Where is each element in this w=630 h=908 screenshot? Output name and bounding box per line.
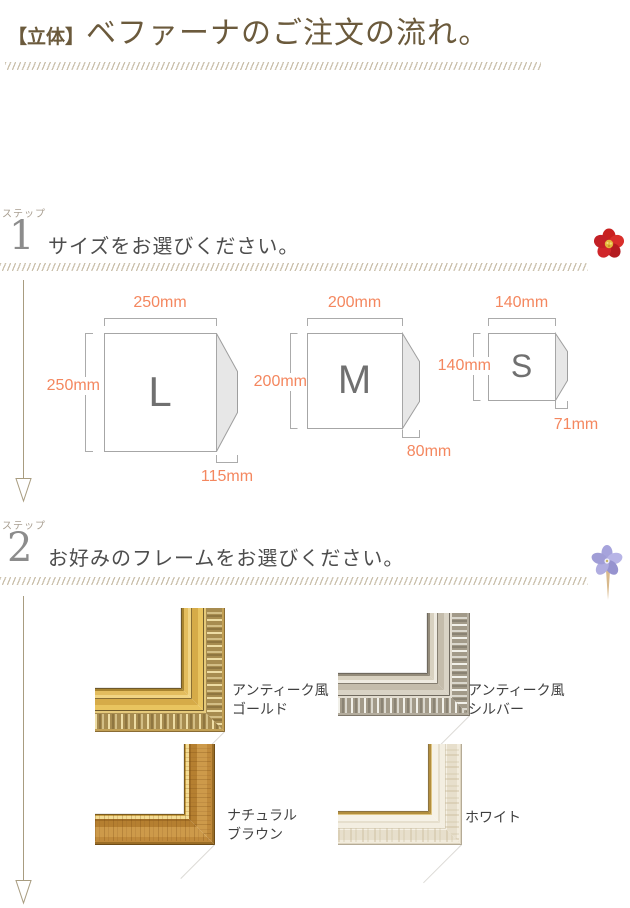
- size-M-depth-label: 80mm: [406, 443, 452, 460]
- size-S-diagram: [473, 318, 568, 409]
- size-M-height-label: 200mm: [250, 373, 307, 391]
- size-L-letter: L: [148, 368, 172, 415]
- red-camellia-flower-icon: [593, 228, 625, 258]
- step2-heading: お好みのフレームをお選びください。: [48, 546, 405, 570]
- step1-heading: サイズをお選びください。: [48, 234, 300, 258]
- size-L-width-label: 250mm: [133, 294, 187, 311]
- size-option-L: 250mm 250mm 115mm L: [40, 292, 253, 492]
- size-L-depth-label: 115mm: [200, 468, 254, 485]
- frame-label-antique-gold: アンティーク風ゴールド: [232, 682, 329, 717]
- down-arrow-connector: [15, 280, 32, 503]
- step2-label: ステップ: [2, 521, 46, 532]
- purple-pressed-flower-icon: [591, 545, 623, 600]
- step1-divider: [0, 263, 588, 271]
- title-prefix: 【立体】: [8, 26, 85, 48]
- size-M-width-label: 200mm: [327, 294, 382, 311]
- size-option-M: 200mm 200mm 80mm M: [250, 292, 451, 472]
- frame-option-natural-brown: [95, 744, 215, 879]
- size-L-height-label: 250mm: [40, 377, 100, 395]
- size-L-diagram: [85, 318, 238, 463]
- title-text: ベファーナのご注文の流れ。: [86, 16, 490, 51]
- title-divider: [5, 62, 541, 70]
- step1-number: 1: [9, 213, 35, 259]
- size-S-letter: S: [510, 348, 533, 384]
- size-S-height-label: 140mm: [430, 357, 491, 375]
- frame-option-antique-gold: [95, 608, 225, 778]
- frame-option-white: [338, 744, 462, 884]
- step2-number: 2: [7, 525, 33, 571]
- down-arrow-connector: [15, 596, 32, 905]
- size-S-depth-label: 71mm: [553, 416, 599, 433]
- size-M-letter: M: [337, 358, 372, 402]
- step2-divider: [0, 577, 588, 585]
- size-S-width-label: 140mm: [494, 294, 549, 311]
- frame-label-natural-brown: ナチュラルブラウン: [227, 807, 297, 842]
- frame-label-antique-silver: アンティーク風シルバー: [468, 682, 565, 717]
- size-option-S: 140mm 140mm 71mm S: [430, 292, 615, 467]
- frame-option-antique-silver: [338, 613, 470, 760]
- page-title: 【立体】 ベファーナのご注文の流れ。: [8, 8, 608, 54]
- step1-label: ステップ: [2, 209, 46, 220]
- frame-label-white: ホワイト: [465, 809, 521, 825]
